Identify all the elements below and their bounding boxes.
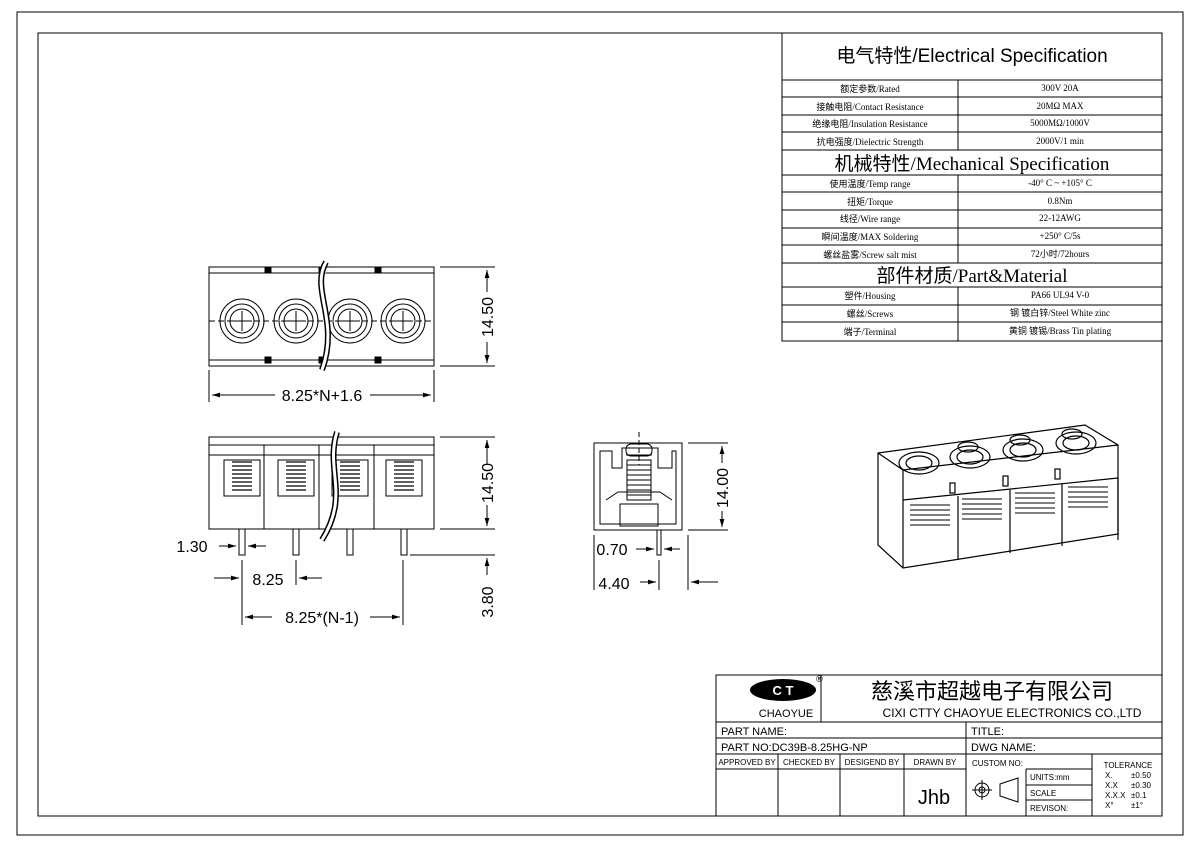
isometric-view	[877, 424, 1119, 569]
tolerance-key: X.X	[1105, 781, 1119, 790]
mechanical-header: 机械特性/Mechanical Specification	[835, 153, 1110, 175]
spec-label: 绝缘电阻/Insulation Resistance	[812, 118, 927, 129]
revision: REVISON:	[1030, 804, 1068, 813]
logo: C T ® CHAOYUE	[750, 674, 823, 720]
drawn-by: DRAWN BY	[914, 758, 957, 767]
dim-top-width: 8.25*N+1.6	[282, 388, 363, 405]
approved-by: APPROVED BY	[718, 758, 776, 767]
electrical-header: 电气特性/Electrical Specification	[836, 45, 1107, 67]
spec-table	[781, 32, 1163, 342]
dim-top-height: 14.50	[480, 297, 497, 337]
tolerance-value: ±0.30	[1131, 781, 1152, 790]
scale: SCALE	[1030, 789, 1056, 798]
registered-mark: ®	[816, 674, 823, 684]
spec-label: 螺丝盐雾/Screw salt mist	[823, 249, 917, 260]
top-view	[208, 260, 495, 402]
spec-label: 线径/Wire range	[840, 213, 900, 224]
company-cn: 慈溪市超越电子有限公司	[871, 679, 1113, 704]
spec-value: 22-12AWG	[1039, 213, 1081, 223]
screw-top-2	[273, 298, 319, 344]
spec-label: 扭矩/Torque	[847, 196, 893, 207]
spec-label: 使用温度/Temp range	[829, 178, 910, 189]
dim-side-offset: 4.40	[598, 576, 629, 593]
part-name-label: PART NAME:	[721, 726, 787, 738]
logo-mark: C T	[773, 683, 794, 698]
checked-by: CHECKED BY	[783, 758, 836, 767]
dim-pin-bottom: 3.80	[480, 586, 497, 617]
spec-label: 塑件/Housing	[844, 290, 896, 301]
screw-top-1	[219, 298, 265, 344]
spec-label: 额定参数/Rated	[840, 83, 900, 94]
spec-label: 端子/Terminal	[844, 326, 897, 337]
title-label: TITLE:	[971, 726, 1004, 738]
front-view	[208, 431, 495, 625]
units: UNITS:mm	[1030, 773, 1070, 782]
dim-front-height: 14.50	[480, 463, 497, 503]
spec-value: 2000V/1 min	[1036, 136, 1084, 146]
spec-label: 抗电强度/Dielectric Strength	[817, 136, 924, 147]
tolerance-key: X.X.X	[1105, 791, 1126, 800]
outer-border	[16, 11, 1184, 836]
spec-value: 20MΩ MAX	[1037, 101, 1084, 111]
tolerance-value: ±0.50	[1131, 771, 1152, 780]
inner-border	[37, 32, 1163, 817]
drawn-by-value: Jhb	[918, 787, 950, 809]
spec-value: 300V 20A	[1041, 83, 1079, 93]
material-header: 部件材质/Part&Material	[876, 265, 1067, 287]
dim-side-height: 14.00	[715, 468, 732, 508]
tolerance-value: ±1°	[1131, 801, 1143, 810]
spec-value: -40° C ~ +105° C	[1028, 178, 1092, 188]
dim-pitch: 8.25	[252, 572, 283, 589]
spec-value: 钢 镀白锌/Steel White zinc	[1010, 307, 1110, 318]
dim-side-pin: 0.70	[596, 542, 627, 559]
tolerance-title: TOLERANCE	[1104, 761, 1153, 770]
screw-top-3	[327, 298, 373, 344]
screw-top-4	[380, 298, 426, 344]
logo-text: CHAOYUE	[759, 708, 813, 720]
spec-value: +250° C/5s	[1040, 231, 1081, 241]
tolerance-key: X.	[1105, 771, 1113, 780]
tolerance-key: X°	[1105, 801, 1114, 810]
title-block	[715, 674, 1163, 817]
spec-value: 黄铜 镀锡/Brass Tin plating	[1009, 325, 1112, 336]
dwg-name-label: DWG NAME:	[971, 742, 1036, 754]
part-no-label: PART NO:DC39B-8.25HG-NP	[721, 742, 868, 754]
spec-value: 72小时/72hours	[1031, 248, 1090, 259]
dim-pitch-total: 8.25*(N-1)	[285, 610, 359, 627]
designed-by: DESIGEND BY	[845, 758, 900, 767]
side-view	[593, 432, 728, 590]
spec-table-text: 电气特性/Electrical Specification 额定参数/Rated…	[812, 45, 1111, 337]
spec-value: 0.8Nm	[1048, 196, 1073, 206]
dim-pin-length: 1.30	[176, 539, 207, 556]
custom-no: CUSTOM NO:	[972, 759, 1023, 768]
spec-value: PA66 UL94 V-0	[1031, 290, 1090, 300]
company-en: CIXI CTTY CHAOYUE ELECTRONICS CO.,LTD	[883, 706, 1142, 720]
spec-label: 接触电阻/Contact Resistance	[816, 101, 923, 112]
spec-label: 瞬间温度/MAX Soldering	[822, 231, 919, 242]
spec-value: 5000MΩ/1000V	[1030, 118, 1090, 128]
spec-label: 螺丝/Screws	[847, 308, 894, 319]
tolerance-value: ±0.1	[1131, 791, 1147, 800]
tolerance-list: X. ±0.50 X.X ±0.30 X.X.X ±0.1 X° ±1°	[1105, 771, 1152, 810]
